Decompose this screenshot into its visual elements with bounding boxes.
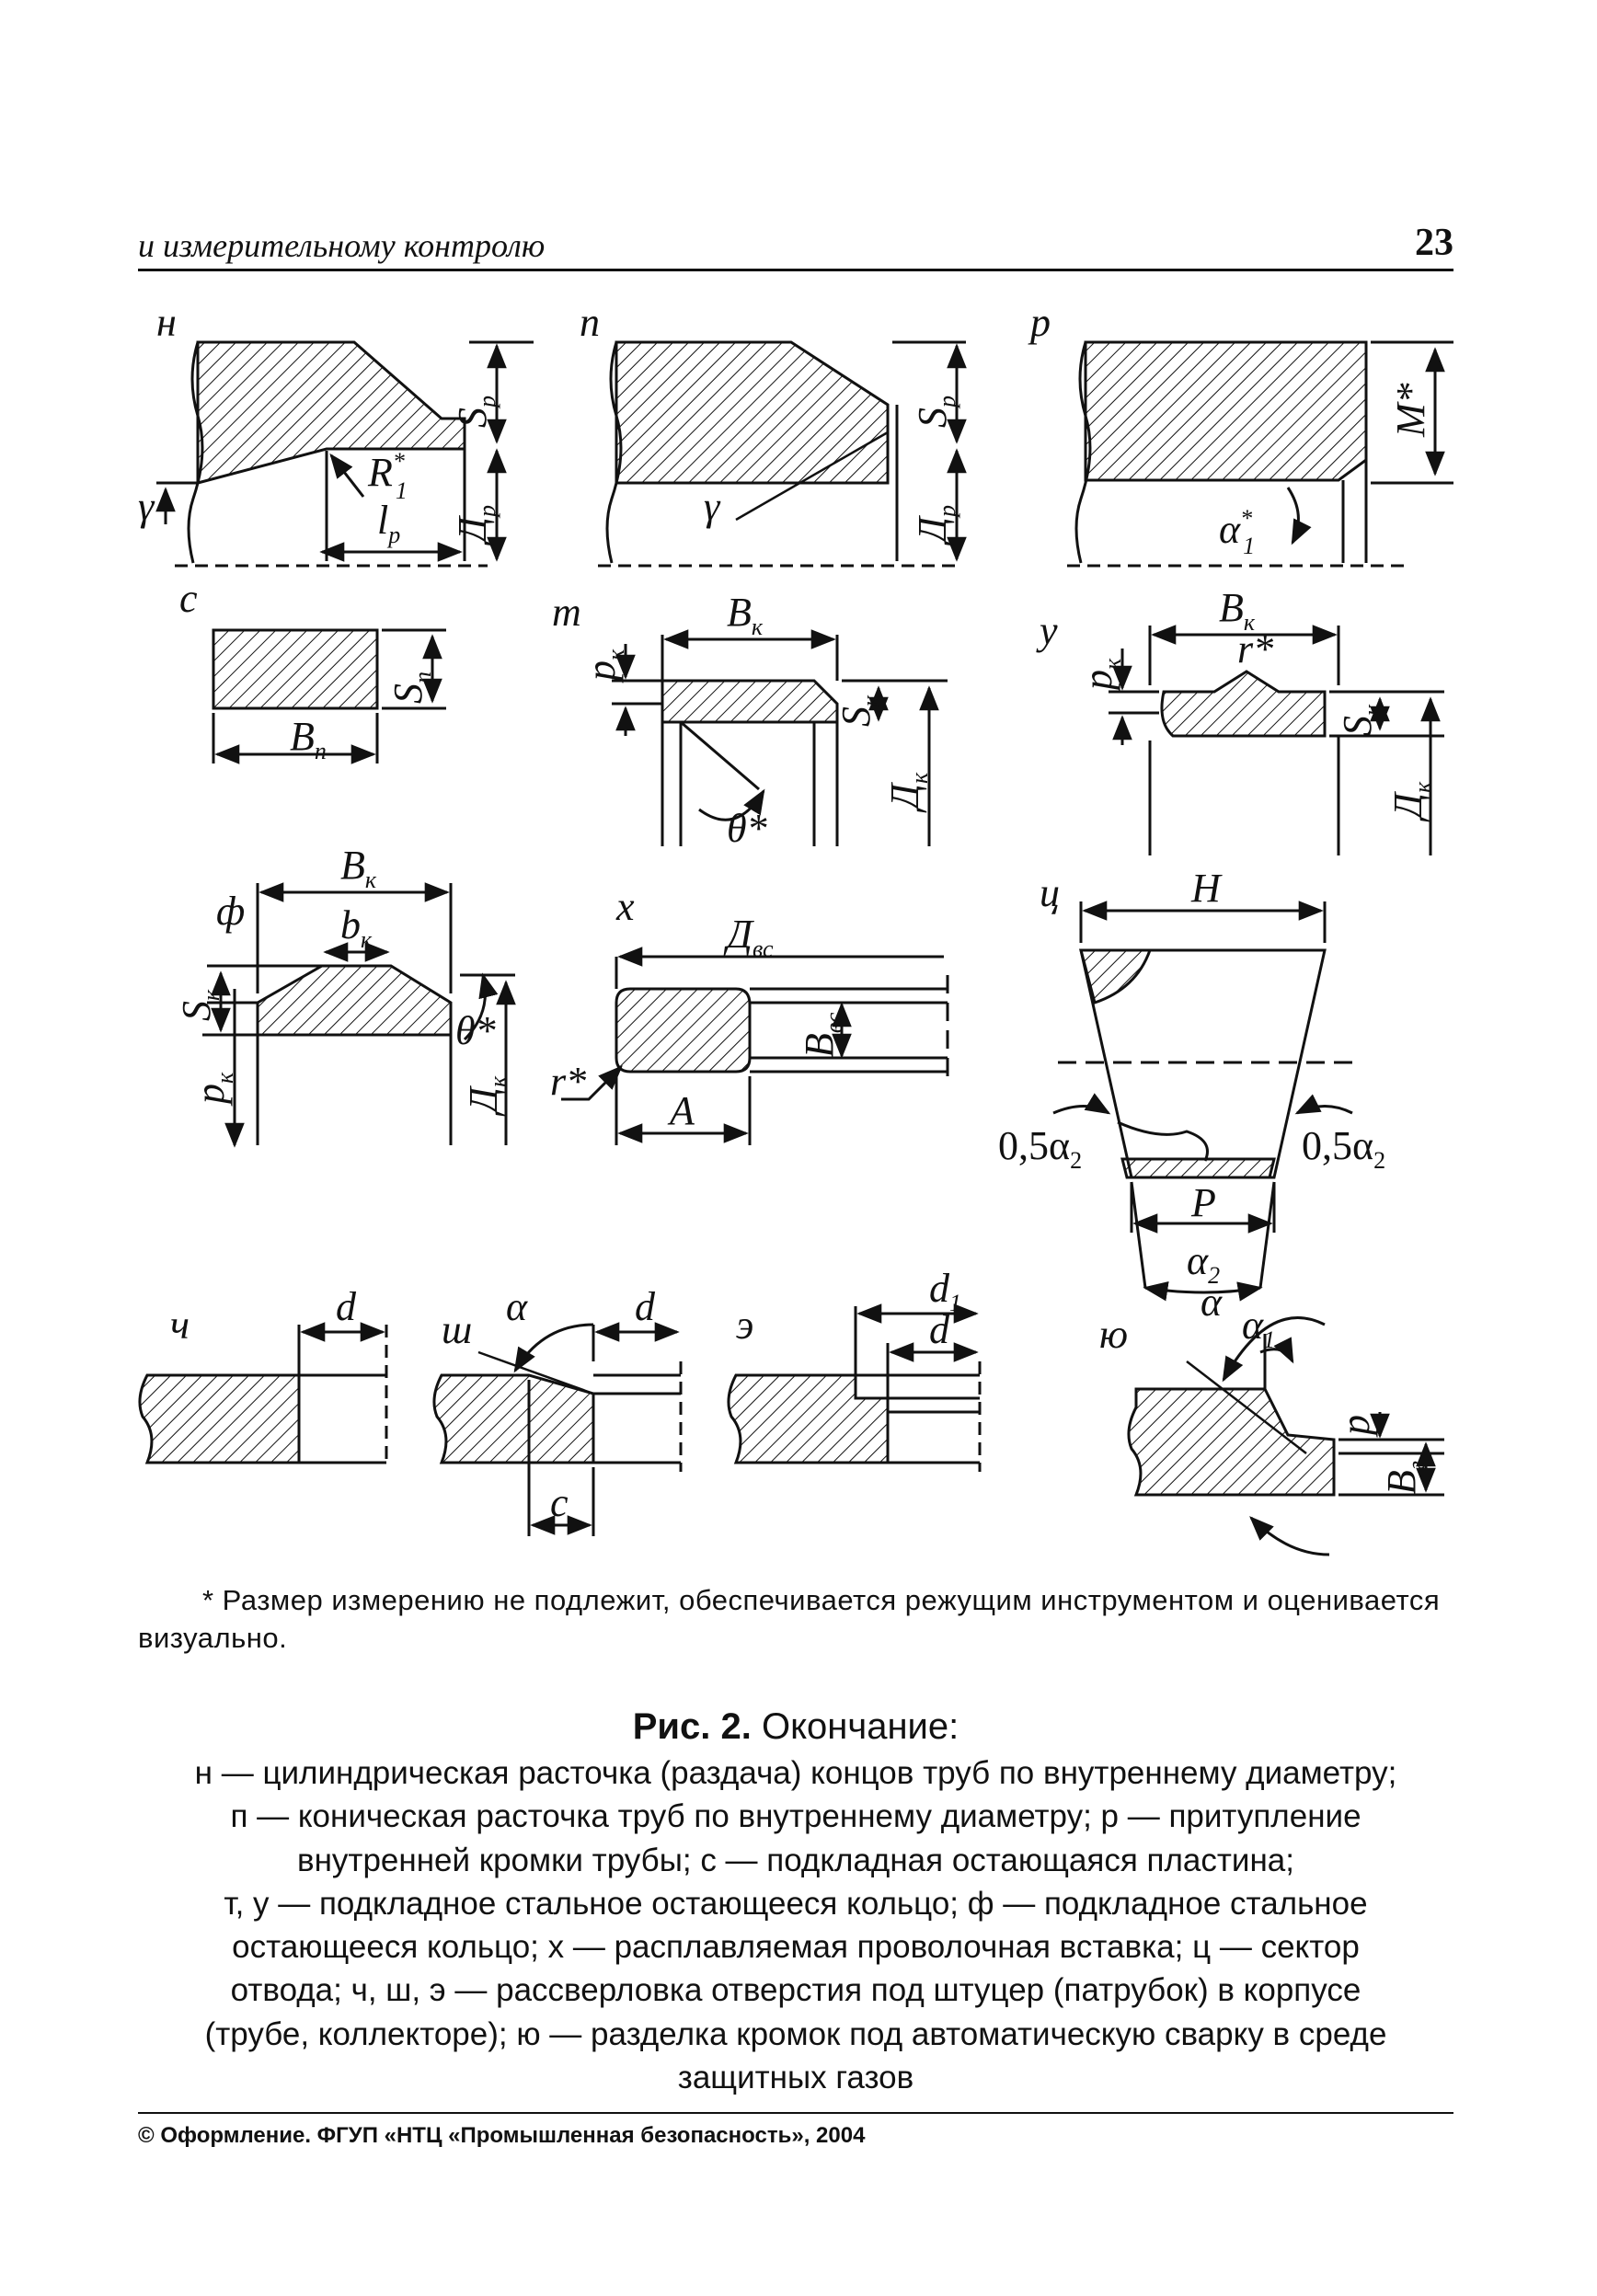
dim-rstar-h: r*: [550, 1059, 586, 1104]
label-yu: ю: [1099, 1312, 1128, 1357]
fig-sh: [432, 1322, 683, 1536]
copyright-footer: © Оформление. ФГУП «НТЦ «Промышленная бе…: [138, 2123, 866, 2148]
dim-Dp-n: Др: [450, 505, 500, 546]
label-ch: ч: [170, 1303, 190, 1348]
label-s: с: [179, 576, 198, 621]
fig-t: [612, 629, 948, 846]
dim-P: P: [1190, 1180, 1216, 1225]
caption-line: остающееся кольцо; х — расплавляемая про…: [232, 1929, 1360, 1965]
dim-rstar-u: r*: [1237, 626, 1273, 672]
dim-Mstar: M*: [1388, 383, 1433, 438]
dim-lp: lр: [377, 498, 400, 548]
dim-gamma-p: γ: [704, 484, 721, 529]
dim-c: c: [550, 1480, 569, 1525]
dim-Sp-p: Sр: [910, 396, 960, 428]
label-p: п: [580, 300, 600, 345]
label-u: у: [1036, 608, 1058, 653]
dim-theta-t: θ*: [727, 806, 767, 851]
fig-u: [1109, 625, 1444, 855]
fig-yu: [1127, 1316, 1444, 1556]
dim-d-sh: d: [635, 1284, 656, 1329]
dim-d-e: d: [929, 1307, 950, 1352]
dim-Sk-u: Sк: [1335, 704, 1385, 736]
caption-line: защитных газов: [677, 2059, 914, 2095]
fig-e: [727, 1303, 982, 1472]
caption-title: Рис. 2. Окончание:: [632, 1706, 959, 1747]
caption-line: отвода; ч, ш, э — рассверловка отверстия…: [230, 1972, 1361, 2009]
dim-Dk-f: Дк: [461, 1075, 511, 1117]
dim-Sk-t: Sк: [833, 695, 884, 727]
fig-s: [212, 628, 446, 764]
caption-line: н — цилиндрическая расточка (раздача) ко…: [194, 1755, 1397, 1791]
dim-alpha-yu: α: [1201, 1280, 1223, 1325]
footnote: * Размер измерению не подлежит, обеспечи…: [138, 1584, 1441, 1654]
label-f: ф: [216, 889, 245, 934]
dim-Bk-u: Bк: [1219, 585, 1256, 636]
dim-Sn: Sп: [385, 672, 436, 704]
dim-pk-u: pк: [1075, 658, 1126, 693]
dim-Bk-t: Bк: [727, 590, 764, 640]
dim-A: A: [667, 1088, 695, 1133]
dim-H: H: [1190, 866, 1223, 911]
dim-half-alpha2-right: 0,5α2: [1302, 1123, 1385, 1174]
fig-n: [155, 340, 534, 568]
caption-line: внутренней кромки трубы; с — подкладная …: [297, 1842, 1294, 1878]
page-number: 23: [1415, 222, 1453, 264]
footer-rule: [138, 2112, 1453, 2114]
dim-pk-f: pк: [188, 1072, 238, 1107]
dim-bk: bк: [340, 902, 373, 953]
dim-Bvs: Bвс: [797, 1012, 847, 1058]
technical-figure: н п р с т у ф х ц ч ш э ю R*1 lр γ γ α*1…: [138, 300, 1453, 1556]
dim-Sk-f: Sк: [174, 989, 224, 1021]
dim-alpha2: α2: [1187, 1238, 1220, 1289]
dim-theta-f: θ*: [455, 1008, 496, 1053]
label-n: н: [156, 300, 177, 345]
dim-Bn: Bп: [290, 714, 327, 764]
fig-ch: [138, 1322, 388, 1464]
label-ts: ц: [1040, 870, 1060, 915]
fig-ts: [1052, 901, 1353, 1302]
label-sh: ш: [442, 1307, 472, 1352]
caption-line: (трубе, коллекторе); ю — разделка кромок…: [204, 2015, 1387, 2052]
dim-alpha-sh: α: [506, 1284, 528, 1329]
figure-labels: н п р с т у ф х ц ч ш э ю R*1 lр γ γ α*1…: [138, 300, 1436, 1525]
dim-gamma-n: γ: [138, 484, 155, 529]
fig-f: [202, 882, 516, 1148]
dim-R1: R*1: [367, 448, 408, 504]
label-t: т: [552, 590, 581, 635]
fig-p: [598, 340, 967, 568]
dim-Dvs: Двс: [723, 912, 774, 962]
running-title: и измерительному контролю: [138, 227, 546, 264]
page-header: и измерительному контролю 23: [138, 221, 1453, 271]
dim-p-yu: p: [1333, 1415, 1378, 1438]
label-h: х: [615, 884, 635, 929]
dim-Bg: Bг: [1379, 1461, 1430, 1495]
label-r: р: [1028, 300, 1051, 345]
dim-Dk-u: Дк: [1385, 781, 1436, 822]
figure-caption: Рис. 2. Окончание: н — цилиндрическая ра…: [138, 1702, 1453, 2099]
caption-line: п — коническая расточка труб по внутренн…: [230, 1798, 1361, 1835]
dim-alpha1-yu: α1: [1242, 1303, 1275, 1353]
dim-Dk-t: Дк: [882, 772, 933, 813]
dim-Bk-f: Bк: [340, 843, 377, 893]
dim-Dp-p: Др: [910, 505, 960, 546]
dim-d-ch: d: [336, 1284, 357, 1329]
label-e: э: [736, 1303, 753, 1348]
dim-alpha1star: α*1: [1219, 505, 1255, 559]
fig-h: [561, 947, 949, 1145]
fig-r: [1067, 340, 1453, 568]
dim-pk-t: pк: [579, 649, 629, 683]
dim-d1: d1: [929, 1266, 961, 1316]
dim-half-alpha2-left: 0,5α2: [998, 1123, 1082, 1174]
caption-line: т, у — подкладное стальное остающееся ко…: [224, 1885, 1368, 1922]
header-rule: [138, 269, 1453, 271]
dim-Sp-n: Sр: [450, 396, 500, 428]
